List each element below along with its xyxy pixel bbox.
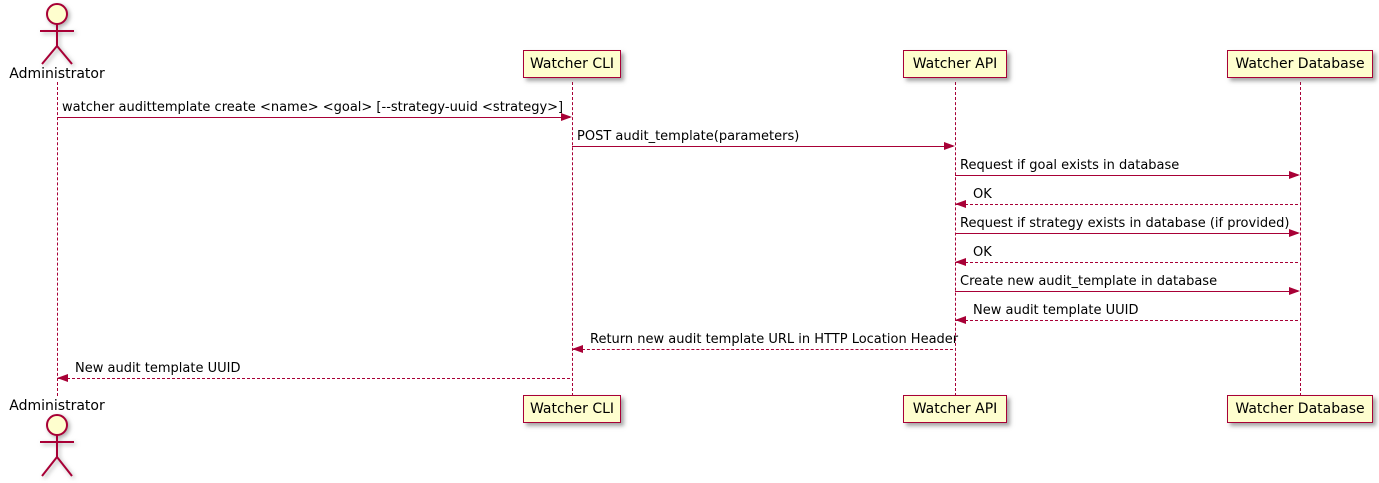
arrowhead-icon <box>1289 287 1300 295</box>
participant-watcher-api-bottom: Watcher API <box>903 395 1007 423</box>
participant-watcher-api-top: Watcher API <box>903 50 1007 78</box>
message-line-3 <box>955 175 1298 176</box>
message-line-10 <box>57 378 570 379</box>
message-label-3: Request if goal exists in database <box>960 158 1180 173</box>
message-line-7 <box>955 291 1298 292</box>
participant-watcher-cli-bottom: Watcher CLI <box>523 395 621 423</box>
message-label-5: Request if strategy exists in database (… <box>960 216 1290 231</box>
message-line-2 <box>572 146 953 147</box>
lifeline-watcher-database <box>1300 82 1301 396</box>
message-label-10: New audit template UUID <box>75 361 241 376</box>
actor-label-bottom: Administrator <box>9 398 105 414</box>
arrowhead-icon <box>57 374 68 382</box>
actor-label-top: Administrator <box>9 66 105 82</box>
arrowhead-icon <box>1289 229 1300 237</box>
participant-watcher-cli-top: Watcher CLI <box>523 50 621 78</box>
actor-figure-bottom <box>40 414 74 477</box>
message-label-4: OK <box>973 187 992 202</box>
message-label-2: POST audit_template(parameters) <box>577 129 800 144</box>
arrowhead-icon <box>955 258 966 266</box>
participant-watcher-database-bottom: Watcher Database <box>1227 395 1373 423</box>
message-line-6 <box>955 262 1298 263</box>
lifeline-watcher-cli <box>572 82 573 396</box>
message-line-8 <box>955 320 1298 321</box>
message-label-8: New audit template UUID <box>973 303 1139 318</box>
arrowhead-icon <box>561 113 572 121</box>
message-label-7: Create new audit_template in database <box>960 274 1218 289</box>
message-line-5 <box>955 233 1298 234</box>
actor-figure-top <box>40 3 74 65</box>
message-line-4 <box>955 204 1298 205</box>
arrowhead-icon <box>955 200 966 208</box>
arrowhead-icon <box>1289 171 1300 179</box>
message-label-1: watcher audittemplate create <name> <goa… <box>62 100 564 115</box>
lifeline-watcher-api <box>955 82 956 396</box>
message-line-9 <box>572 349 953 350</box>
message-label-9: Return new audit template URL in HTTP Lo… <box>590 332 959 347</box>
lifeline-administrator <box>57 82 58 396</box>
arrowhead-icon <box>572 345 583 353</box>
participant-watcher-database-top: Watcher Database <box>1227 50 1373 78</box>
arrowhead-icon <box>944 142 955 150</box>
message-label-6: OK <box>973 245 992 260</box>
message-line-1 <box>57 117 570 118</box>
arrowhead-icon <box>955 316 966 324</box>
